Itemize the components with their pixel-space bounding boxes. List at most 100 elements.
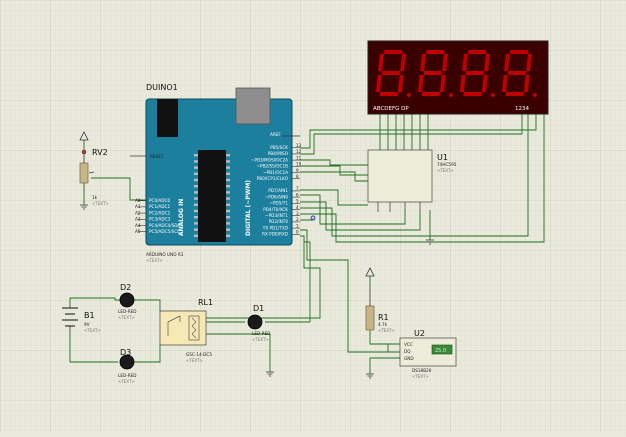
chip-pins bbox=[194, 154, 230, 237]
digital-pin-num: 8 bbox=[296, 174, 299, 179]
digital-pin-num: 2 bbox=[296, 217, 299, 222]
display-segment bbox=[418, 75, 424, 92]
u2-pin-gnd: GND bbox=[404, 356, 414, 361]
digital-pin-name: ~PB2/SS/OC1B bbox=[257, 164, 289, 169]
u1-74hc595[interactable]: U1 74HC595 <TEXT> bbox=[367, 149, 457, 212]
r1-value: 4.7k bbox=[378, 322, 388, 327]
seven-segment-display[interactable]: ABCDEFG DP 1234 bbox=[367, 40, 549, 115]
d3-lens bbox=[119, 354, 135, 370]
d3-part: LED-RED bbox=[118, 373, 137, 378]
r1-body bbox=[365, 305, 375, 331]
digital-title: DIGITAL (~PWM) bbox=[245, 180, 252, 236]
analog-pin-num: A5 bbox=[135, 229, 141, 234]
d2-part: LED-RED bbox=[118, 309, 137, 314]
segment-pin-label: ABCDEFG DP bbox=[373, 106, 409, 112]
u2-pin-dq: DQ bbox=[404, 349, 411, 354]
battery-b1[interactable]: B1 9V <TEXT> bbox=[62, 307, 101, 333]
display-segment bbox=[465, 71, 485, 75]
display-segment bbox=[462, 54, 468, 71]
digital-pin-name: ~PD3/INT1 bbox=[265, 213, 288, 218]
display-segment bbox=[425, 50, 445, 54]
display-digit bbox=[460, 50, 495, 97]
rl1-ref: RL1 bbox=[198, 298, 213, 307]
usb-jack bbox=[157, 99, 178, 137]
arduino-ref: DUINO1 bbox=[146, 83, 178, 92]
display-segment bbox=[463, 92, 483, 96]
digital-pin-num: 10 bbox=[296, 162, 302, 167]
display-dp bbox=[449, 93, 453, 97]
display-segment bbox=[376, 75, 382, 92]
analog-pin-num: A3 bbox=[135, 217, 141, 222]
display-segment bbox=[524, 75, 530, 92]
u2-pin-vcc: VCC bbox=[404, 342, 413, 347]
u1-placeholder: <TEXT> bbox=[437, 168, 454, 173]
display-segment bbox=[460, 75, 466, 92]
analog-pin-num: A1 bbox=[135, 204, 141, 209]
digital-pin-name: ~PB1/OC1A bbox=[263, 170, 288, 175]
rv2-ref: RV2 bbox=[92, 148, 108, 157]
ground-symbols bbox=[80, 204, 434, 379]
digital-pin-name: PB5/SCK bbox=[270, 145, 288, 150]
digital-pin-name: PD4/T0/XCK bbox=[263, 207, 288, 212]
analog-pin-name: PC4/ADC4/SDA bbox=[149, 223, 180, 228]
display-segment bbox=[423, 71, 443, 75]
u2-reading: 25.0 bbox=[435, 348, 446, 354]
display-segment bbox=[482, 75, 488, 92]
digital-pin-num: 12 bbox=[296, 149, 302, 154]
display-dp bbox=[533, 93, 537, 97]
display-segment bbox=[502, 75, 508, 92]
display-digit bbox=[376, 50, 411, 97]
digital-pin-name: PB4/MISO bbox=[268, 151, 289, 156]
d1-placeholder: <TEXT> bbox=[252, 337, 269, 342]
display-segment bbox=[381, 71, 401, 75]
digital-pin-num: 0 bbox=[296, 230, 299, 235]
display-segment bbox=[504, 54, 510, 71]
r1-placeholder: <TEXT> bbox=[378, 328, 395, 333]
b1-placeholder: <TEXT> bbox=[84, 328, 101, 333]
display-segment bbox=[378, 54, 384, 71]
display-segment bbox=[442, 54, 448, 71]
analog-pin-name: PC2/ADC2 bbox=[149, 210, 171, 215]
relay-rl1[interactable]: RL1 G5C-14-DC5 <TEXT> bbox=[159, 298, 213, 363]
display-segment bbox=[507, 71, 527, 75]
resistor-r1[interactable]: R1 4.7k <TEXT> bbox=[365, 288, 395, 333]
digital-pin-name: PD2/INT0 bbox=[269, 219, 289, 224]
display-segment bbox=[400, 54, 406, 71]
led-d3[interactable]: D3 LED-RED <TEXT> bbox=[118, 348, 137, 384]
digital-pin-name: ~PB3/MOSI/OC2A bbox=[251, 157, 288, 162]
sensor-ds18b20[interactable]: 25.0 VCC DQ GND U2 DS18B20 <TEXT> bbox=[399, 329, 457, 379]
digital-pin-name: PB0/ICP1/CLKO bbox=[257, 176, 289, 181]
b1-ref: B1 bbox=[84, 311, 95, 320]
u1-part: 74HC595 bbox=[437, 162, 457, 167]
display-segment bbox=[398, 75, 404, 92]
digital-pin-num: 13 bbox=[296, 143, 302, 148]
display-segment bbox=[505, 92, 525, 96]
d2-lens bbox=[119, 292, 135, 308]
digital-pin-name: RX PD0/RXD bbox=[262, 232, 288, 237]
arduino-uno[interactable]: DUINO1 AREF RESET ANALOG IN DIGITAL (~PW… bbox=[130, 83, 302, 263]
digital-pin-num: 6 bbox=[296, 192, 299, 197]
b1-value: 9V bbox=[84, 322, 90, 327]
led-d2[interactable]: D2 LED-RED <TEXT> bbox=[118, 283, 137, 320]
rv2-potentiometer[interactable]: RV2 1k <TEXT> bbox=[79, 148, 109, 206]
display-segment bbox=[526, 54, 532, 71]
d3-ref: D3 bbox=[120, 348, 131, 357]
d2-placeholder: <TEXT> bbox=[118, 315, 135, 320]
display-segment bbox=[467, 50, 487, 54]
analog-pin-num: A2 bbox=[135, 210, 141, 215]
led-d1[interactable]: D1 LED-RED <TEXT> bbox=[247, 304, 271, 342]
display-segment bbox=[484, 54, 490, 71]
analog-pin-name: PC3/ADC3 bbox=[149, 217, 171, 222]
rv2-value: 1k bbox=[92, 195, 98, 200]
digital-pin-num: 7 bbox=[296, 186, 299, 191]
digital-pin-name: ~PD5/T1 bbox=[269, 201, 288, 206]
reset-label: RESET bbox=[150, 154, 164, 159]
wires bbox=[69, 112, 545, 374]
digital-pin-name: PD7/AIN1 bbox=[268, 188, 288, 193]
display-segment bbox=[420, 54, 426, 71]
display-segment bbox=[379, 92, 399, 96]
display-segment bbox=[509, 50, 529, 54]
